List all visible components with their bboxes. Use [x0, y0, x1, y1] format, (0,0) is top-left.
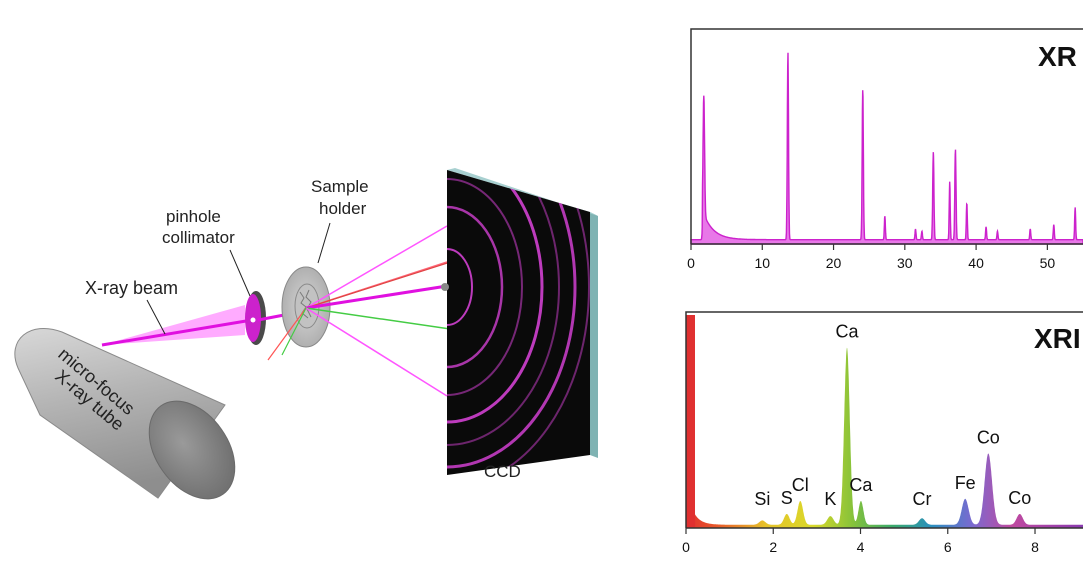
pinhole-collimator — [245, 291, 266, 345]
x-tick-label: 30 — [897, 255, 913, 271]
xrd-tick-group: 0 10 20 30 40 50 — [687, 244, 1055, 271]
beam-label-leader — [146, 299, 166, 335]
xrf-peak-label: Si — [754, 489, 770, 509]
xrf-low-energy-peak — [686, 315, 695, 527]
xrf-peak-label: S — [781, 488, 793, 508]
xrf-peak-label: Ca — [849, 475, 873, 495]
xrf-peak-label: Fe — [955, 473, 976, 493]
xrf-peak-label: Co — [977, 427, 1000, 447]
ccd-label: CCD — [484, 462, 521, 481]
xrf-peak-label: K — [824, 489, 836, 509]
xrf-peak-label: Cl — [792, 475, 809, 495]
x-tick-label: 20 — [826, 255, 842, 271]
x-tick-label: 0 — [687, 255, 695, 271]
xrf-tick-group: 0 2 4 6 8 — [682, 528, 1039, 555]
xrd-title: XR — [1038, 41, 1077, 72]
diffracted-beams — [267, 225, 546, 397]
holder-label-line2: holder — [319, 199, 367, 218]
x-tick-label: 4 — [857, 539, 865, 555]
xrf-peak-label: Ca — [835, 322, 859, 342]
xrf-frame — [685, 311, 1083, 528]
x-tick-label: 8 — [1031, 539, 1039, 555]
pinhole-label-line1: pinhole — [166, 207, 221, 226]
xrd-pattern-area — [690, 52, 1083, 245]
beam-label: X-ray beam — [85, 278, 178, 298]
xray-beam — [101, 305, 253, 347]
x-tick-label: 2 — [769, 539, 777, 555]
xrf-peak-label: Cr — [913, 489, 932, 509]
pinhole-label-leader — [229, 249, 251, 297]
xray-tube: micro-focus X-ray tube — [14, 327, 236, 500]
setup-diagram: micro-focus X-ray tube X-ray beam pinhol… — [14, 168, 598, 500]
x-tick-label: 50 — [1040, 255, 1056, 271]
x-tick-label: 6 — [944, 539, 952, 555]
ccd-detector — [441, 168, 598, 475]
xrf-title: XRI — [1034, 323, 1081, 354]
xrf-peak-label: Co — [1008, 488, 1031, 508]
xrd-chart: 0 10 20 30 40 50 XR — [687, 28, 1083, 271]
pinhole-label-line2: collimator — [162, 228, 235, 247]
x-tick-label: 40 — [968, 255, 984, 271]
x-tick-label: 0 — [682, 539, 690, 555]
holder-label-leader — [317, 222, 331, 264]
holder-label-line1: Sample — [311, 177, 369, 196]
xrd-frame — [690, 28, 1083, 244]
x-tick-label: 10 — [754, 255, 770, 271]
